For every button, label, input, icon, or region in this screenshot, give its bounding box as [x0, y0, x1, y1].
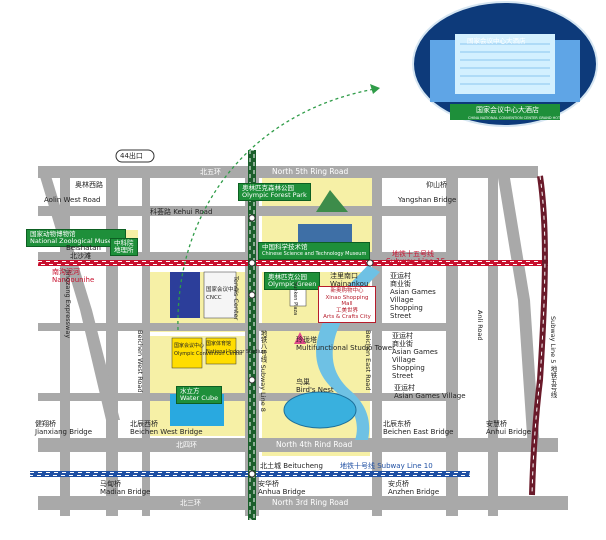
- subway10-label: 地铁十号线 Subway Line 10: [340, 462, 433, 470]
- hotel-illustration: [412, 1, 598, 127]
- beitucheng-label: 北土城 Beitucheng: [260, 462, 323, 470]
- science-inst: 中科院 地理所: [110, 238, 138, 256]
- north3-en: North 3rd Ring Road: [272, 498, 349, 507]
- cncc-building-2: [203, 271, 237, 319]
- north4-en: North 4th Rind Road: [276, 440, 353, 449]
- subway15-en: Subway Line 15: [386, 257, 446, 266]
- north4-zh: 北四环: [176, 441, 197, 449]
- beishatan: Beishatan: [66, 244, 101, 252]
- stadium-building: [205, 337, 237, 365]
- subway15-zh: 地铁十五号线: [392, 250, 434, 258]
- aolin-en: Aolin West Road: [44, 196, 101, 204]
- sunken-label: Sunken Plaza: [292, 282, 298, 316]
- hotel-name-zh: 国家会议中心大酒店: [476, 106, 539, 114]
- agv1-label: 亚运村商业街 Asian Games Village Shopping Stre…: [390, 272, 436, 320]
- beichen-west-rd: Beichen West Road: [136, 330, 144, 393]
- tennis-label: Tennis Center: [232, 276, 240, 321]
- hotel-sign: 国家会议中心大酒店: [467, 37, 526, 45]
- agv2-label: 亚运村商业街 Asian Games Village Shopping Stre…: [392, 332, 438, 380]
- sci-museum-building: [298, 224, 352, 242]
- north3-zh: 北三环: [180, 499, 201, 507]
- nanguo-en: Nangounihe: [52, 276, 95, 284]
- yangshan-zh: 仰山桥: [426, 181, 447, 189]
- aolin-zh: 奥林西路: [75, 181, 103, 189]
- convention-building: [171, 337, 203, 369]
- jingzang-rd: Jingzang Expressway: [64, 270, 72, 339]
- forest-park-hills: [316, 190, 348, 212]
- anli-rd: Anli Road: [476, 310, 484, 341]
- yangshan-en: Yangshan Bridge: [398, 196, 457, 204]
- cncc-building: [170, 272, 200, 318]
- birds-nest-building: [283, 391, 357, 429]
- kehui: 科荟路 Kehui Road: [150, 208, 213, 216]
- beichen-east-rd: Beichen East Road: [364, 330, 372, 391]
- exit-44: 44出口: [120, 152, 143, 160]
- nanguo-zh: 南沟泥河: [52, 268, 80, 276]
- north5-zh: 北五环: [200, 168, 221, 176]
- hotel-name-en: CHINA NATIONAL CONVENTION CENTER GRAND H…: [468, 116, 565, 120]
- hotel-pointer: [177, 87, 381, 331]
- linglong-tower: [294, 332, 306, 344]
- subway8-label: 地铁八号线 Subway Line 8: [259, 330, 267, 412]
- north5-en: North 5th Ring Road: [272, 167, 349, 176]
- beishatan-zh: 北沙滩: [70, 252, 91, 260]
- subway5-label: Subway Line 5 地铁五号线: [549, 316, 557, 398]
